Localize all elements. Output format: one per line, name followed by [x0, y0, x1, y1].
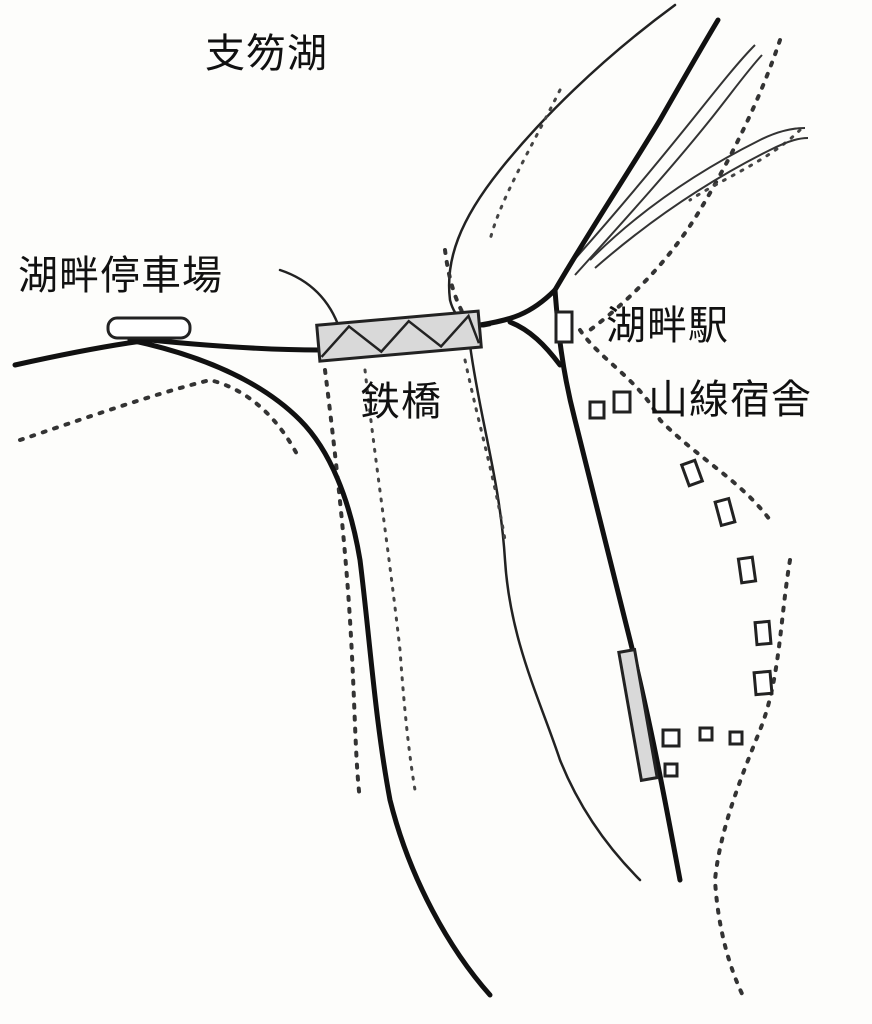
housing-building — [713, 496, 737, 528]
housing-building — [736, 555, 758, 585]
kohan-stop-label: 湖畔停車場 — [18, 253, 223, 299]
housing-building — [698, 726, 714, 742]
kohan-station-label: 湖畔駅 — [606, 303, 729, 349]
housing-building — [679, 458, 705, 488]
housing-building — [661, 728, 681, 748]
housing-building — [753, 619, 773, 647]
kohan-stop-platform — [106, 316, 192, 340]
housing-building — [588, 400, 606, 420]
river-bank-left — [468, 343, 642, 882]
housing-building — [663, 762, 679, 778]
railway-south-east — [552, 287, 683, 883]
hachure-east-slope — [712, 558, 792, 1002]
lake-label: 支笏湖 — [205, 31, 328, 77]
hachure-river-east — [463, 358, 507, 542]
railway-north-line — [552, 17, 721, 293]
road-north-3 — [589, 127, 806, 261]
road-north-4 — [594, 137, 809, 269]
iron-bridge-label: 鉄橋 — [360, 379, 442, 425]
housing-building — [752, 669, 774, 697]
railway-main-west — [12, 337, 323, 368]
hachure-north-east — [588, 38, 782, 332]
iron-bridge — [315, 309, 483, 363]
hachure-north-east-2 — [688, 128, 802, 202]
shore-curve-west — [278, 268, 342, 332]
railway-south-branch — [127, 337, 493, 998]
hachure-river-west — [323, 368, 362, 802]
mountain-line-housing-label: 山線宿舎 — [648, 377, 812, 423]
hachure-lake-inner — [488, 88, 562, 242]
railway-station-spur — [507, 319, 563, 368]
siding-platform — [617, 647, 659, 783]
kohan-station-building — [554, 310, 574, 344]
hachure-river-west-inner — [363, 368, 417, 792]
housing-building — [728, 730, 744, 746]
hachure-station-hill — [578, 328, 772, 522]
hachure-west-ridge — [18, 377, 302, 462]
road-north-2 — [574, 54, 763, 276]
road-north-1 — [564, 44, 756, 271]
housing-building — [612, 390, 632, 414]
railway-bridge-to-station — [477, 287, 558, 328]
